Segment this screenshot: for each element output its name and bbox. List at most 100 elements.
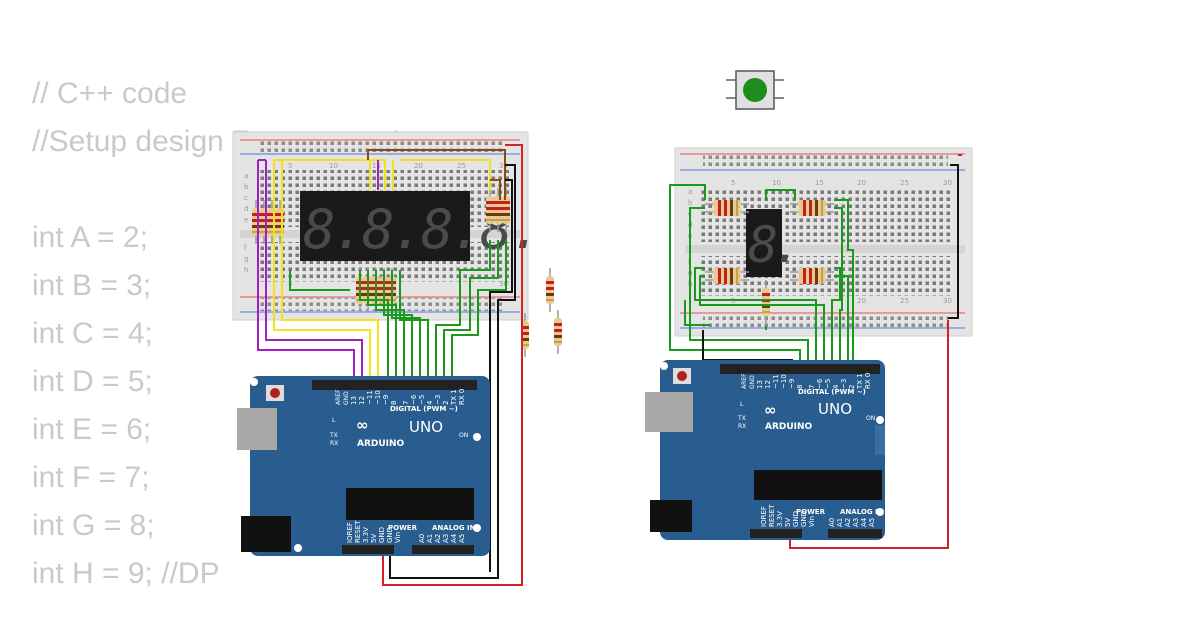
l-led-label: L [740, 401, 744, 408]
tx-label: TX [737, 415, 746, 422]
pin-label: 2 [848, 385, 856, 389]
pin-label: ~3 [840, 379, 848, 389]
pin-label: TX 1 [450, 389, 458, 406]
pin-label: ~11 [772, 374, 780, 389]
analog-pin-label: A4 [860, 517, 868, 527]
power-pin-label: 5V [370, 534, 378, 543]
board-brand: ARDUINO [357, 439, 405, 449]
analog-pin-label: A5 [868, 518, 876, 527]
bb-col-num: 20 [857, 297, 866, 305]
on-label: ON [866, 415, 875, 422]
power-pin-label: 3.3V [362, 527, 370, 543]
pin-label: ~5 [824, 379, 832, 389]
bb-col-num: 5 [288, 162, 292, 170]
pin-label: ~3 [434, 395, 442, 405]
bb-col-num: 10 [772, 179, 781, 187]
digital-label: DIGITAL (PWM ~) [798, 388, 866, 396]
rx-label: RX [738, 423, 746, 430]
tx-label: TX [329, 432, 338, 439]
resistor-bank-right[interactable] [485, 187, 511, 233]
pin-label: ~10 [374, 390, 382, 405]
wires-right[interactable] [669, 154, 962, 549]
power-pin-label: 5V [784, 518, 792, 527]
bb-row-letter: h [244, 266, 248, 274]
bb-col-num: 20 [414, 162, 423, 170]
bb-col-num: 30 [943, 179, 952, 187]
power-pin-label: 3.3V [776, 511, 784, 527]
pin-label: 13 [756, 380, 764, 389]
power-label: POWER [796, 508, 826, 516]
power-pin-label: GND [378, 527, 386, 543]
analog-pin-label: A0 [418, 534, 426, 543]
pin-label: 12 [764, 380, 772, 389]
bb-col-num: 25 [457, 162, 466, 170]
power-pin-label: GND [792, 511, 800, 527]
pin-label: 8 [390, 401, 398, 405]
power-pin-label: Vin [394, 532, 402, 543]
aref-label: AREF [335, 389, 342, 405]
pin-label: ~10 [780, 374, 788, 389]
bb-row-letter: a [244, 172, 248, 180]
bb-col-num: 30 [499, 162, 508, 170]
bb-row-letter: d [244, 205, 248, 213]
analog-pin-label: A3 [852, 518, 860, 527]
pin-label: 4 [832, 384, 840, 389]
l-led-label: L [332, 417, 336, 424]
board-model: UNO [409, 418, 443, 436]
analog-pin-label: A0 [828, 518, 836, 527]
pin-label: 12 [358, 396, 366, 405]
pin-label: 2 [442, 401, 450, 405]
arduino-uno-right[interactable]: ∞ UNO ARDUINO DIGITAL (PWM ~) POWER ANAL… [645, 360, 885, 540]
pin-label: ~9 [788, 379, 796, 389]
bb-row-letter: b [688, 199, 693, 207]
arduino-uno-left[interactable]: ∞ UNO ARDUINO DIGITAL (PWM ~) POWER ANAL… [237, 376, 490, 556]
power-pin-label: GND [800, 511, 808, 527]
analog-pin-label: A2 [844, 518, 852, 527]
bb-col-num: 20 [857, 179, 866, 187]
digital-label: DIGITAL (PWM ~) [390, 405, 458, 413]
pin-label: 13 [350, 396, 358, 405]
bb-col-num: 30 [499, 280, 508, 288]
bb-col-num: 25 [900, 297, 909, 305]
aref-label: AREF [741, 373, 748, 389]
bb-col-num: 15 [815, 179, 824, 187]
power-pin-label: IOREF [346, 522, 354, 543]
pin-label: ~6 [410, 394, 418, 405]
analog-pin-label: A2 [434, 534, 442, 543]
rx-label: RX [330, 440, 338, 447]
analog-label: ANALOG IN [840, 508, 884, 516]
pin-label: ~5 [418, 395, 426, 405]
gnd-label: GND [749, 375, 756, 389]
gnd-label: GND [343, 391, 350, 405]
analog-label: ANALOG IN [432, 524, 476, 532]
bb-col-num: 10 [329, 162, 338, 170]
bb-col-num: 30 [943, 297, 952, 305]
analog-pin-label: A1 [426, 534, 434, 543]
bb-col-num: 5 [731, 179, 735, 187]
pin-label: ~11 [366, 390, 374, 405]
wires-left[interactable] [257, 144, 523, 586]
pin-label: TX 1 [856, 373, 864, 390]
pushbutton[interactable] [726, 70, 784, 110]
bb-row-letter: a [688, 188, 692, 196]
pin-label: 7 [808, 385, 816, 389]
power-pin-label: Vin [808, 516, 816, 527]
pin-label: 4 [426, 400, 434, 405]
power-label: POWER [388, 524, 418, 532]
analog-pin-label: A5 [458, 534, 466, 543]
bb-row-letter: f [244, 244, 247, 252]
analog-pin-label: A4 [450, 533, 458, 543]
seven-segment-display-1digit[interactable]: 8. [746, 209, 802, 277]
pin-label: RX 0 [864, 373, 872, 389]
board-brand: ARDUINO [765, 422, 813, 432]
arduino-logo-mark: ∞ [356, 416, 369, 434]
pin-label: RX 0 [458, 389, 466, 405]
bb-row-letter: e [244, 216, 248, 224]
analog-pin-label: A1 [836, 518, 844, 527]
bb-col-num: 15 [372, 162, 381, 170]
bb-col-num: 25 [900, 179, 909, 187]
pin-label: 8 [796, 385, 804, 389]
pin-label: 7 [402, 401, 410, 405]
pin-label: ~9 [382, 395, 390, 405]
